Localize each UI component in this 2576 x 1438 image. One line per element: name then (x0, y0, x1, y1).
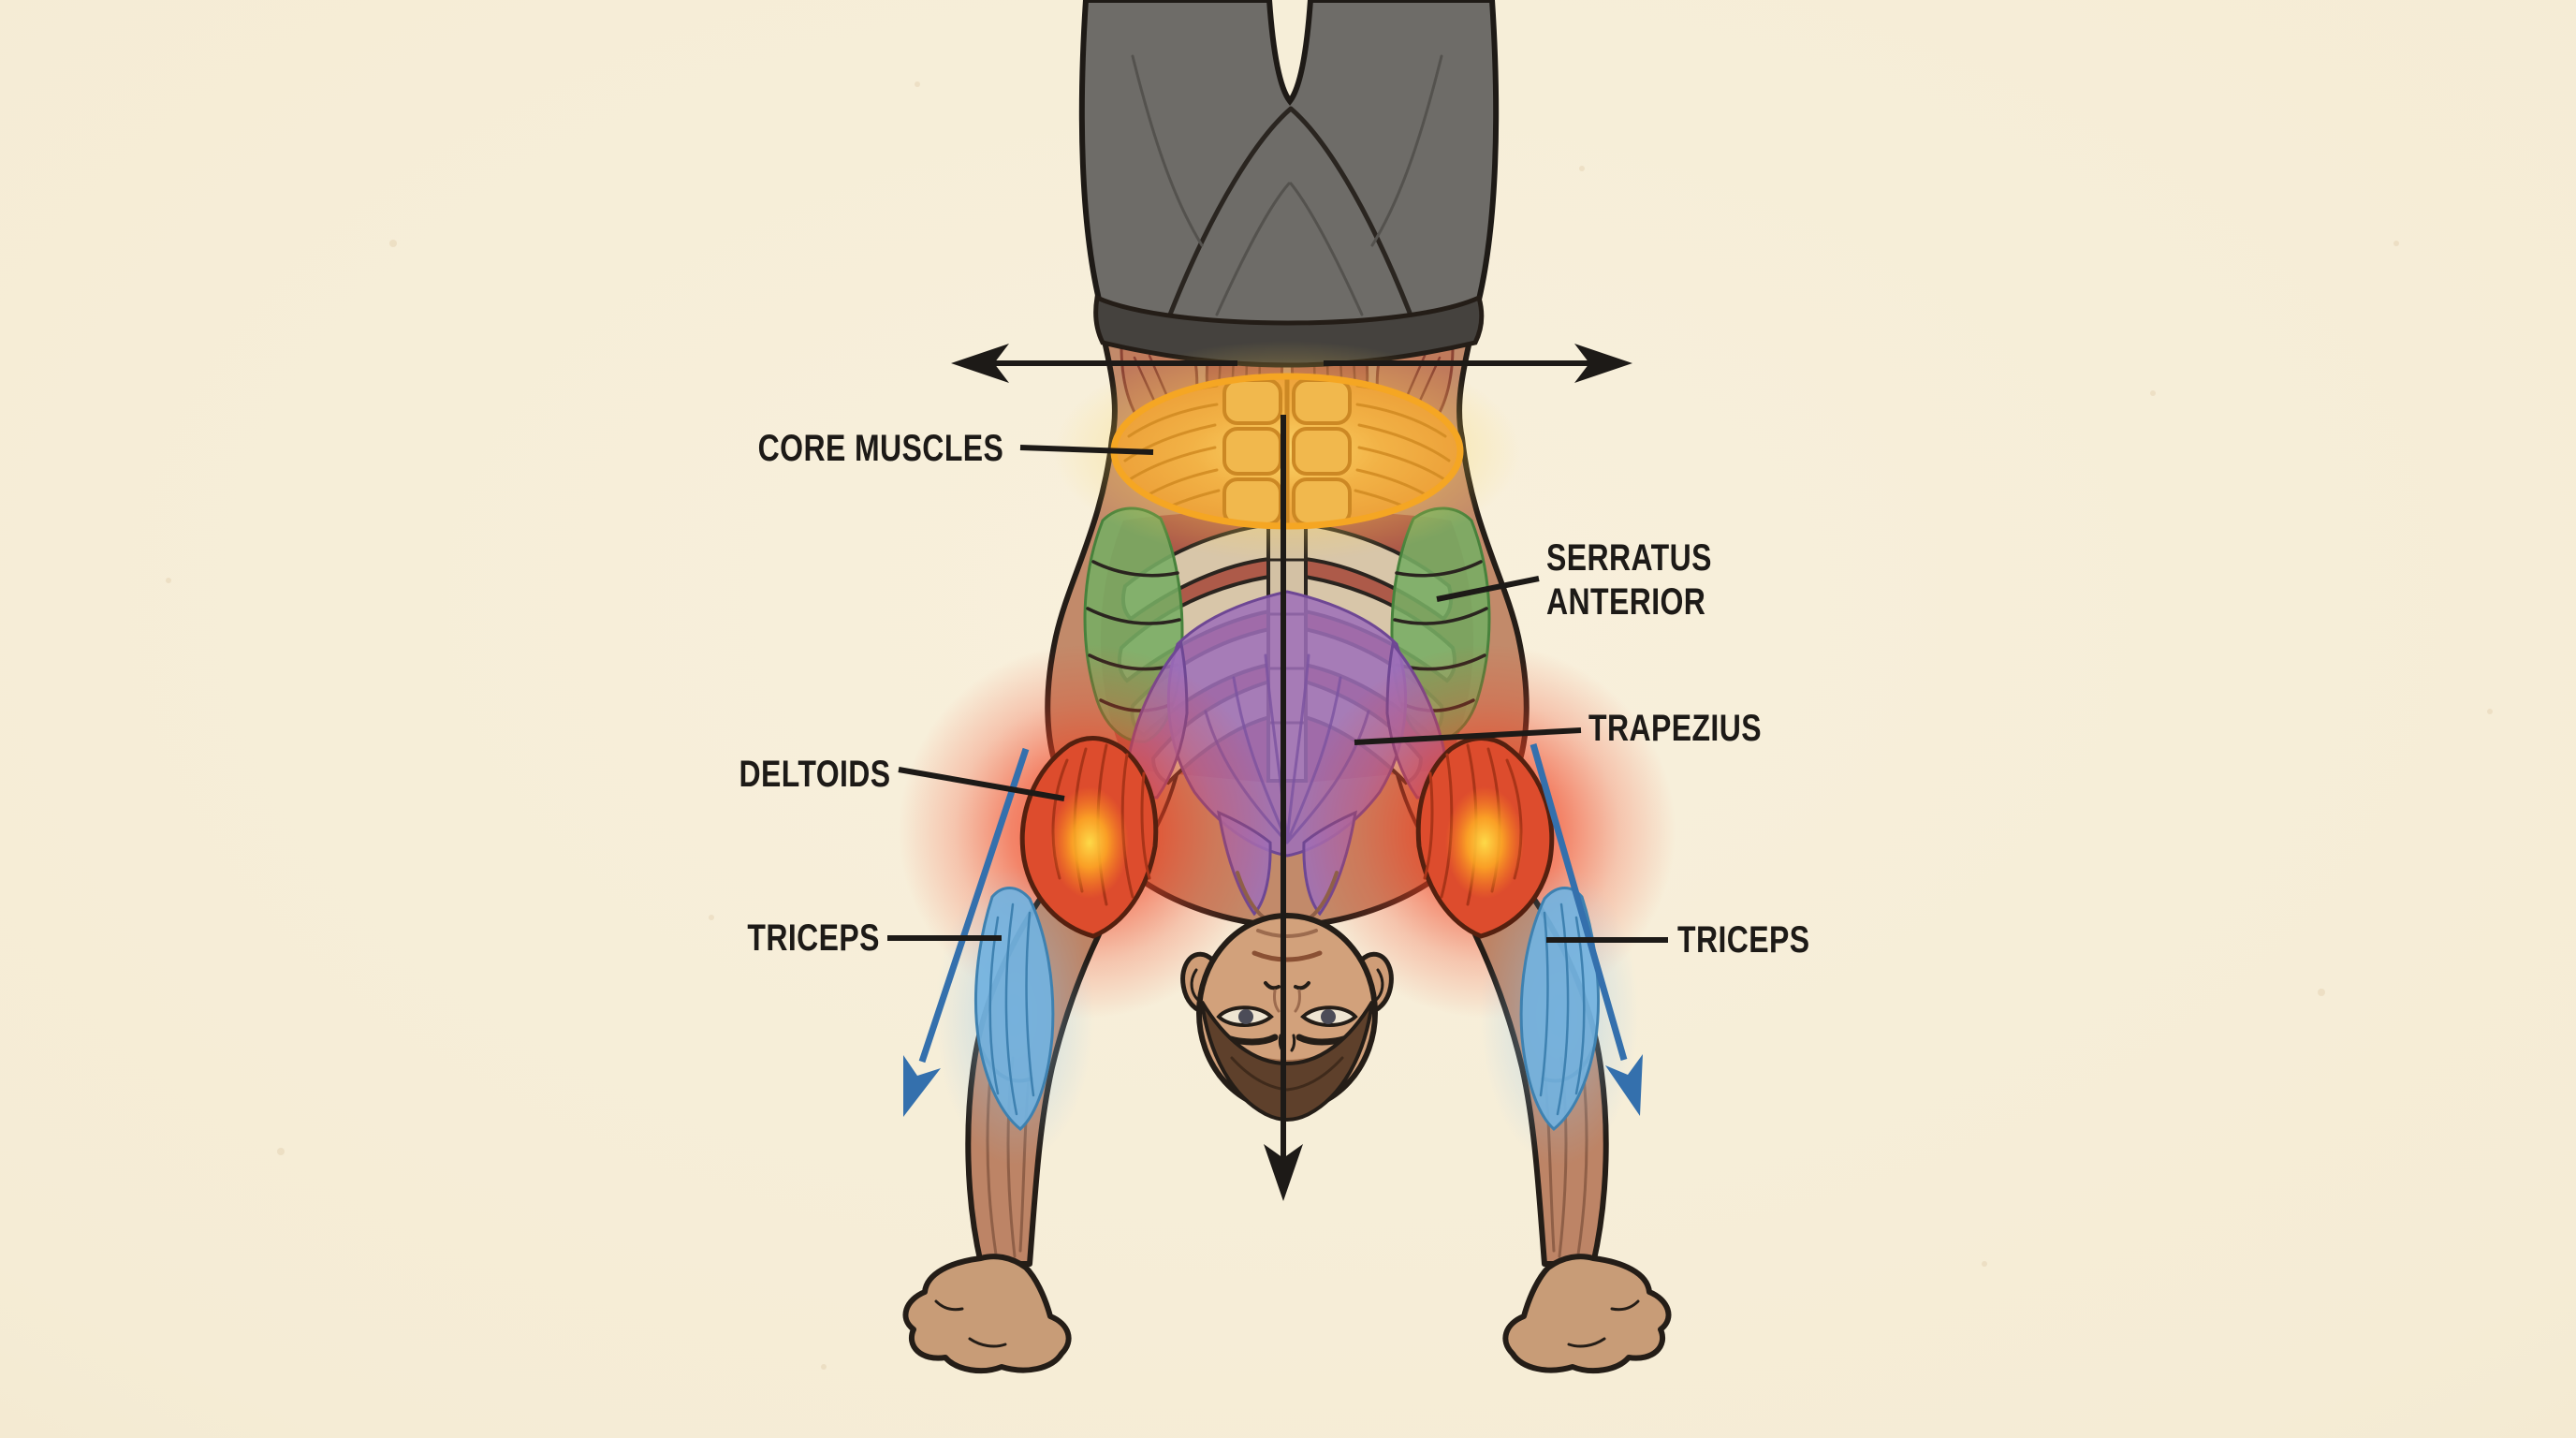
hair (1200, 1000, 1374, 1122)
leader-core-muscles (1019, 445, 1154, 455)
leader-lines (887, 445, 1668, 943)
label-serratus-anterior: SERRATUS ANTERIOR (1546, 536, 1712, 624)
leader-serratus-anterior (1436, 576, 1540, 602)
waistband (1093, 294, 1485, 368)
label-core-muscles: CORE MUSCLES (757, 428, 1003, 469)
chin-crease (1256, 929, 1318, 938)
paper-texture (166, 81, 2493, 1370)
nose (1264, 981, 1310, 990)
neck-contours (1236, 871, 1339, 919)
gravity-arrow-icon (1264, 415, 1303, 1201)
label-trapezius: TRAPEZIUS (1588, 708, 1762, 749)
leader-trapezius (1354, 727, 1582, 745)
legs-shorts (1078, 0, 1500, 368)
hand-right (1505, 1256, 1668, 1371)
force-arrow-left-icon (903, 747, 1030, 1117)
balance-arrow-right-icon (1324, 344, 1632, 383)
hand-left (905, 1256, 1068, 1371)
label-deltoids: DELTOIDS (739, 754, 891, 795)
head (1178, 913, 1396, 1122)
anatomy-figure (899, 0, 1676, 1371)
label-triceps-right: TRICEPS (1677, 919, 1810, 961)
balance-arrows (951, 344, 1632, 1201)
balance-arrow-left-icon (951, 344, 1237, 383)
arm-force-arrows (903, 743, 1643, 1117)
label-triceps-left: TRICEPS (747, 917, 880, 959)
label-serratus-line1: SERRATUS (1546, 537, 1712, 579)
leader-deltoids (898, 767, 1065, 801)
force-arrow-right-icon (1530, 743, 1643, 1116)
mouth (1251, 950, 1323, 962)
label-serratus-line2: ANTERIOR (1546, 581, 1706, 623)
core-abdominals (1114, 376, 1460, 526)
